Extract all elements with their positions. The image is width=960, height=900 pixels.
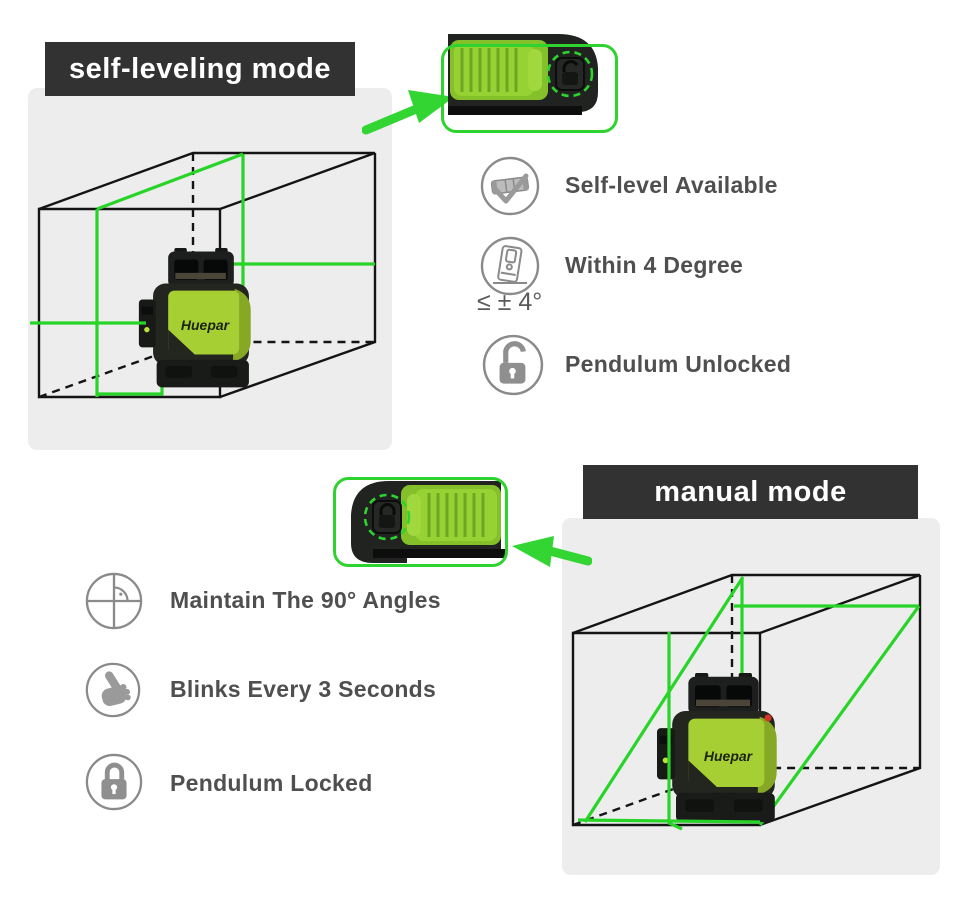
device-logo-text: Huepar bbox=[704, 748, 754, 764]
feature-label-pendulum-locked: Pendulum Locked bbox=[170, 770, 373, 796]
self-leveling-laser-scene: Huepar bbox=[30, 151, 377, 399]
pointing-hand-icon bbox=[85, 662, 141, 718]
manual-mode-banner: manual mode bbox=[583, 465, 918, 519]
feature-label-self-level-available: Self-level Available bbox=[565, 172, 778, 198]
unlocked-emblem-icon bbox=[562, 60, 579, 85]
self-leveling-scene-panel: Huepar bbox=[28, 88, 392, 450]
laser-lines-front bbox=[30, 152, 244, 397]
locked-padlock-icon bbox=[85, 753, 143, 811]
feature-label-maintain-angles: Maintain The 90° Angles bbox=[170, 587, 441, 613]
laser-lines-back bbox=[583, 576, 921, 826]
feature-label-blinks: Blinks Every 3 Seconds bbox=[170, 676, 437, 702]
arrow-to-switch-icon bbox=[512, 536, 592, 567]
self-leveling-mode-banner: self-leveling mode bbox=[45, 42, 355, 96]
pendulum-switch-closeup-unlocked bbox=[441, 34, 618, 133]
feature-label-within-4-degree: Within 4 Degree bbox=[565, 252, 744, 278]
level-check-icon bbox=[480, 156, 540, 216]
right-angle-icon bbox=[85, 572, 143, 630]
unlocked-padlock-icon bbox=[482, 334, 544, 396]
tolerance-value-label: ≤ ± 4° bbox=[477, 288, 543, 316]
room-wireframe bbox=[37, 151, 377, 399]
locked-emblem-icon bbox=[379, 503, 396, 528]
laser-lines-front bbox=[577, 632, 761, 831]
manual-scene-panel: Huepar bbox=[562, 518, 940, 875]
manual-laser-scene: Huepar bbox=[571, 573, 922, 831]
device-logo-text: Huepar bbox=[181, 317, 231, 333]
feature-label-pendulum-unlocked: Pendulum Unlocked bbox=[565, 351, 792, 377]
pendulum-switch-closeup-locked bbox=[333, 477, 508, 567]
tilted-device-icon bbox=[480, 236, 540, 296]
power-button-dot bbox=[764, 714, 772, 722]
